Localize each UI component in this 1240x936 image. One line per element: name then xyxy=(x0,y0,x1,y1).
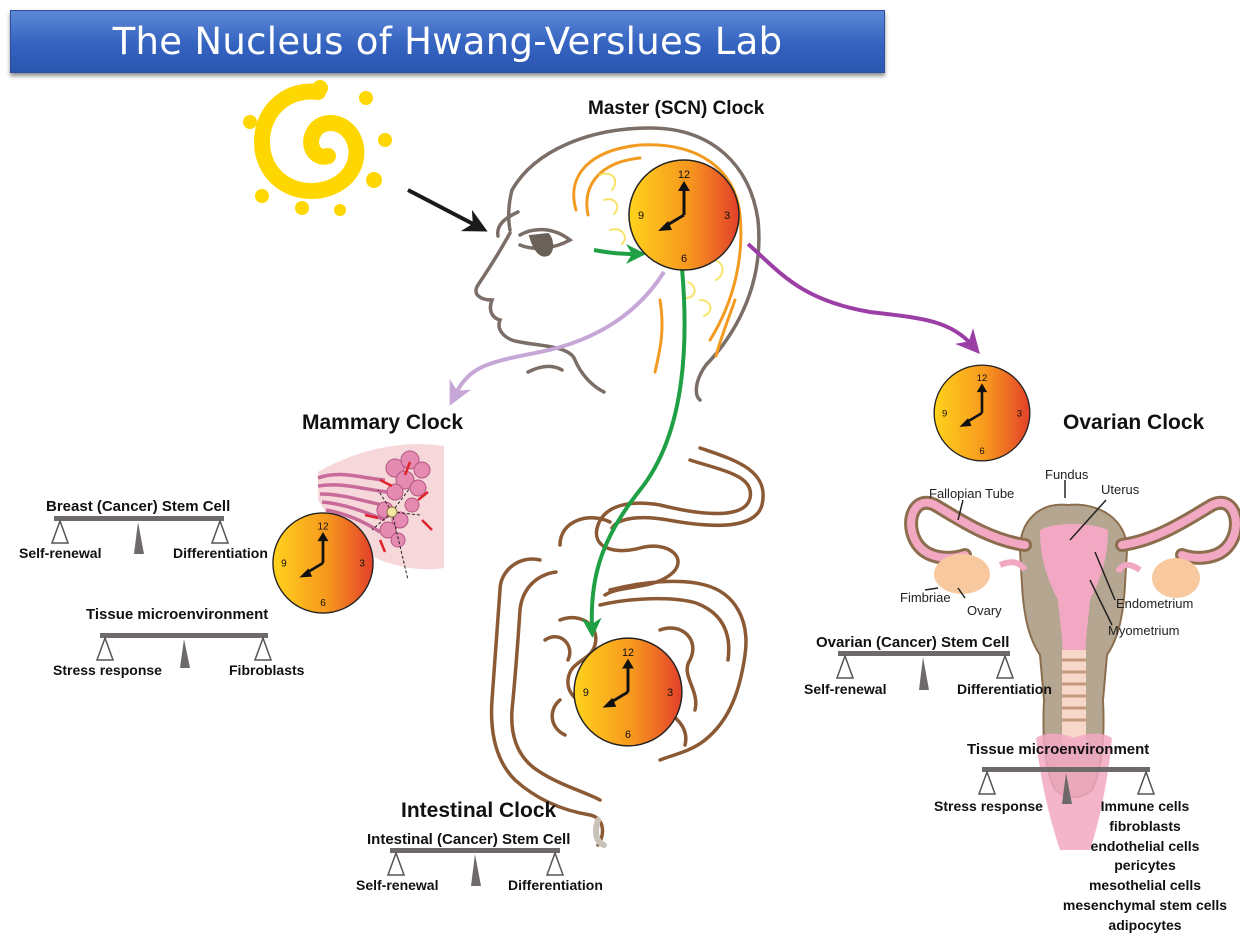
intestinal-stem-balance xyxy=(386,848,565,886)
ovarian-clock-title: Ovarian Clock xyxy=(1063,411,1205,434)
mammary-microenvironment-title: Tissue microenvironment xyxy=(86,606,269,623)
master-clock-icon xyxy=(627,158,741,272)
cell-type-item: Immune cells xyxy=(1100,798,1190,814)
mammary-stem-balance xyxy=(50,516,230,554)
scn-to-mammary-arrow xyxy=(449,270,666,406)
scn-to-ovary-arrow xyxy=(746,242,980,355)
scn-to-intestine-arrow xyxy=(581,267,687,638)
ovarian-microenvironment-title: Tissue microenvironment xyxy=(967,741,1150,758)
cell-type-item: endothelial cells xyxy=(1090,837,1200,854)
mammary-clock-icon xyxy=(271,511,375,615)
eye-to-scn-arrow xyxy=(593,243,646,264)
ovarian-stem-cell-title: Ovarian (Cancer) Stem Cell xyxy=(816,634,1010,651)
breast-differentiation-label: Differentiation xyxy=(173,545,268,561)
breast-self-renewal-label: Self-renewal xyxy=(19,545,102,561)
cell-type-item: adipocytes xyxy=(1108,916,1182,933)
mammary-clock-title: Mammary Clock xyxy=(302,411,464,434)
myometrium-label: Myometrium xyxy=(1108,623,1180,638)
ovarian-self-renewal-label: Self-renewal xyxy=(804,681,887,697)
intestinal-differentiation-label: Differentiation xyxy=(508,877,603,893)
uterus-label: Uterus xyxy=(1101,482,1140,497)
breast-stem-cell-title: Breast (Cancer) Stem Cell xyxy=(46,498,231,515)
ovarian-differentiation-label: Differentiation xyxy=(957,681,1052,697)
ovary-label: Ovary xyxy=(967,603,1002,618)
ovarian-microenvironment-cell-list: Immune cells fibroblasts endothelial cel… xyxy=(1060,797,1230,936)
intestinal-self-renewal-label: Self-renewal xyxy=(356,877,439,893)
sun-icon xyxy=(243,80,392,216)
ovarian-clock-icon xyxy=(932,363,1032,463)
brain-fibers xyxy=(572,143,743,374)
cell-type-item: mesenchymal stem cells xyxy=(1062,896,1228,913)
fimbriae-label: Fimbriae xyxy=(900,590,951,605)
light-arrow xyxy=(407,188,488,232)
ovarian-stress-response-label: Stress response xyxy=(934,798,1043,814)
cell-type-item: fibroblasts xyxy=(1109,817,1181,834)
intestinal-clock-title: Intestinal Clock xyxy=(401,799,557,822)
ovarian-stem-balance xyxy=(835,651,1015,690)
intestinal-clock-icon xyxy=(572,636,684,748)
intestine-illustration xyxy=(489,446,765,847)
master-clock-title: Master (SCN) Clock xyxy=(588,98,765,119)
mammary-micro-balance xyxy=(95,633,273,668)
ovarian-micro-balance xyxy=(977,767,1156,804)
uterus-illustration xyxy=(904,480,1240,850)
cell-type-item: mesothelial cells xyxy=(1088,877,1202,894)
intestinal-stem-cell-title: Intestinal (Cancer) Stem Cell xyxy=(367,831,571,848)
head-outline xyxy=(474,126,761,402)
cell-type-item: pericytes xyxy=(1114,857,1176,874)
endometrium-label: Endometrium xyxy=(1116,596,1194,611)
mammary-fibroblasts-label: Fibroblasts xyxy=(229,662,305,678)
fallopian-tube-label: Fallopian Tube xyxy=(929,486,1015,501)
fundus-label: Fundus xyxy=(1045,467,1089,482)
mammary-stress-response-label: Stress response xyxy=(53,662,162,678)
title-banner: The Nucleus of Hwang-Verslues Lab xyxy=(10,10,885,73)
